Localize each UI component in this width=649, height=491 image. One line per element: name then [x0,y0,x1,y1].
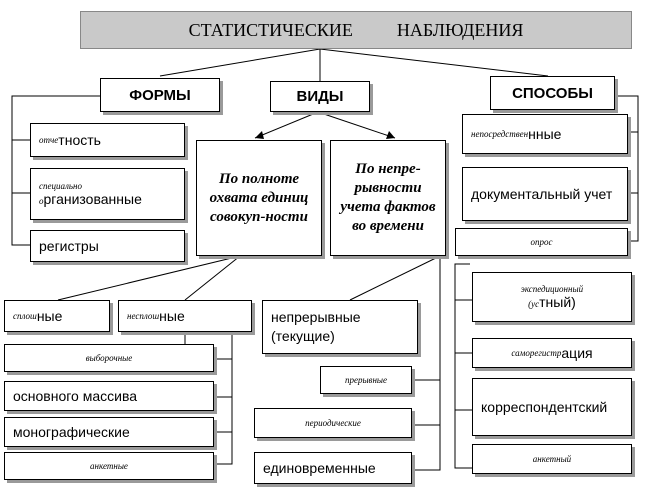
coverage-monographic: монографические [4,417,214,447]
coverage-main-array: основного массива [4,381,214,411]
header-forms-label: ФОРМЫ [129,86,191,104]
continuity-one-time-label: единовременные [263,460,376,476]
coverage-solid-big: ные [36,308,63,324]
method-expedition-big: тный) [539,294,576,310]
header-types-label: ВИДЫ [296,88,344,105]
method-questionnaire: анкетный [472,444,632,474]
form-registers: регистры [30,230,185,262]
form-special-big: рганизованные [43,191,142,207]
continuity-periodic-label: периодические [305,418,361,428]
coverage-questionnaire: анкетные [4,452,214,480]
method-selfreg-big: ация [561,345,593,361]
type-coverage: По полноте охвата единиц совокуп-ности [196,140,322,256]
coverage-sample: выборочные [4,344,214,372]
method-selfreg: саморегистр ация [472,338,632,368]
continuity-discontinuous: прерывные [320,366,412,394]
title-right: НАБЛЮДЕНИЯ [396,19,524,40]
method-survey: опрос [455,228,628,256]
form-reporting-big: тность [58,132,101,148]
method-questionnaire-label: анкетный [532,454,572,464]
method-direct-big: нные [528,126,562,142]
method-documentary-label: документальный учет [471,185,613,202]
type-continuity: По непре-рывности учета фактов во времен… [330,140,446,256]
method-direct: непосредствен нные [462,114,628,154]
continuity-discontinuous-label: прерывные [344,375,388,385]
method-correspondent: корреспондентский [472,378,632,436]
coverage-sample-label: выборочные [85,353,133,363]
header-methods-label: СПОСОБЫ [512,84,593,102]
method-expedition-small: экспедиционный [520,284,584,294]
method-expedition: экспедиционный (ус тный) [472,272,632,322]
header-types: ВИДЫ [270,81,370,112]
method-direct-small: непосредствен [471,129,529,139]
form-special: специально о рганизованные [30,168,185,220]
continuity-one-time: единовременные [254,452,412,484]
method-documentary: документальный учет [462,167,628,221]
header-methods: СПОСОБЫ [490,76,615,110]
header-forms: ФОРМЫ [100,78,220,112]
coverage-solid: сплош ные [4,300,110,332]
title-banner: СТАТИСТИЧЕСКИЕ НАБЛЮДЕНИЯ [80,11,632,49]
coverage-nonsolid-big: ные [159,308,185,324]
coverage-solid-small: сплош [13,311,37,321]
method-survey-label: опрос [530,237,553,247]
coverage-nonsolid: несплош ные [118,300,252,332]
continuity-continuous: непрерывные (текущие) [262,300,418,354]
form-special-o: о [39,196,44,206]
coverage-questionnaire-label: анкетные [90,461,128,471]
coverage-nonsolid-small: несплош [127,311,160,321]
method-expedition-paren: (ус [528,299,540,309]
type-coverage-label: По полноте охвата единиц совокуп-ности [209,170,309,225]
method-correspondent-label: корреспондентский [481,398,608,415]
coverage-monographic-label: монографические [13,424,130,440]
type-continuity-label: По непре-рывности учета фактов во времен… [340,161,436,234]
form-registers-label: регистры [39,238,99,254]
continuity-continuous-label: непрерывные (текущие) [271,309,361,344]
continuity-periodic: периодические [254,408,412,438]
form-special-small: специально [39,181,82,191]
coverage-main-array-label: основного массива [13,388,138,404]
form-reporting-small: отче [39,135,59,145]
form-reporting: отче тность [30,123,185,157]
title-left: СТАТИСТИЧЕСКИЕ [188,19,353,40]
method-selfreg-small: саморегистр [511,348,562,358]
